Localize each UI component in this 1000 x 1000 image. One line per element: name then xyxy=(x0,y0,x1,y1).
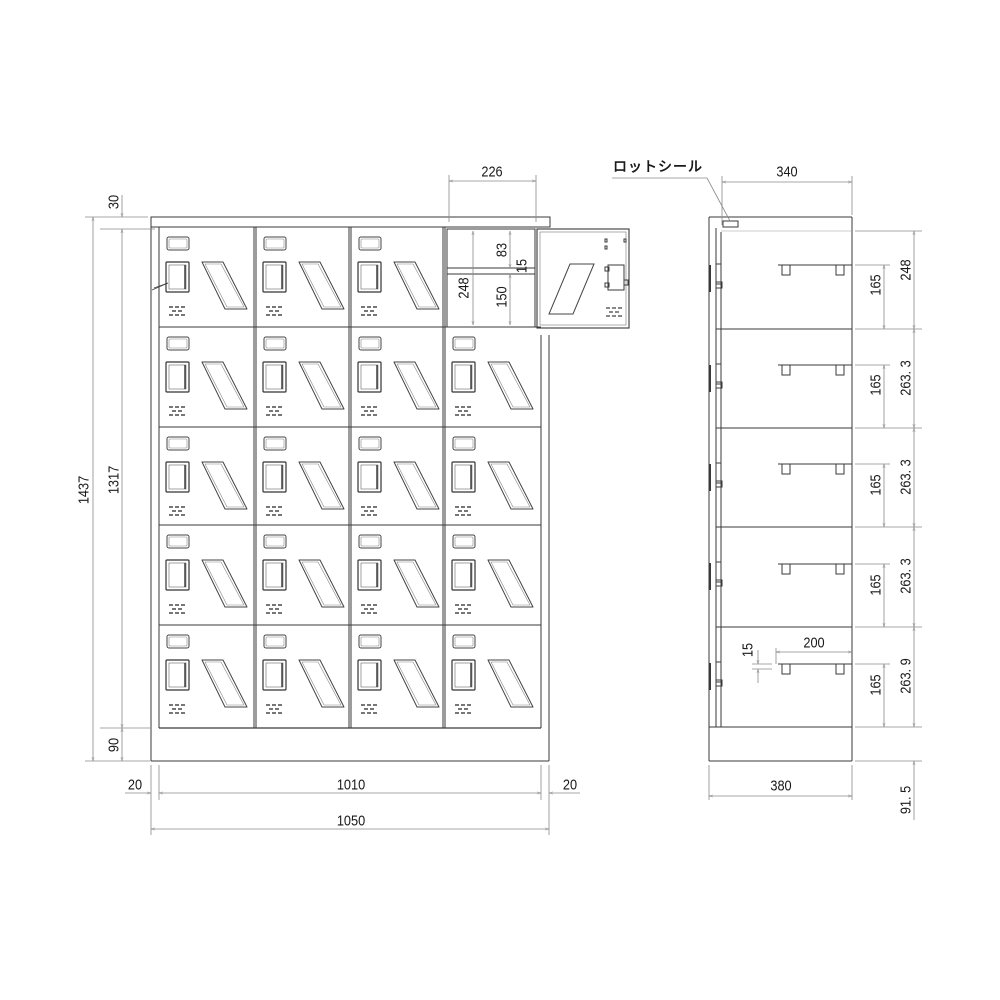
dim-hook-offset: 15 xyxy=(739,642,757,658)
dim-top-offset: 30 xyxy=(105,194,123,210)
side-view xyxy=(708,216,853,762)
dim-total-height: 1437 xyxy=(75,475,93,505)
dim-body-height: 1317 xyxy=(105,465,123,495)
dim-hook-width: 200 xyxy=(803,634,825,652)
dim-shelf-upper: 83 xyxy=(493,242,511,258)
dim-door-width: 226 xyxy=(481,163,503,181)
front-view xyxy=(150,216,630,762)
dim-inner-width: 1010 xyxy=(336,776,366,794)
dim-side-right: 20 xyxy=(562,776,578,794)
dim-depth-top: 340 xyxy=(776,163,798,181)
dim-base-height-side: 91. 5 xyxy=(897,785,915,815)
dim-hook-height-2: 165 xyxy=(867,374,885,396)
dim-shelf-lower: 150 xyxy=(493,286,511,308)
dim-hook-height-3: 165 xyxy=(867,474,885,496)
dim-hook-height-4: 165 xyxy=(867,574,885,596)
front-dimensions xyxy=(85,175,580,835)
dim-row2-height: 263. 3 xyxy=(897,360,915,396)
dim-row1-height: 248 xyxy=(897,259,915,281)
dim-hook-height-5: 165 xyxy=(867,674,885,696)
dim-side-left: 20 xyxy=(127,776,143,794)
hanger-rails xyxy=(778,264,852,675)
dim-base-height: 90 xyxy=(105,737,123,753)
dim-open-cell-height: 248 xyxy=(455,277,473,299)
dim-row4-height: 263. 3 xyxy=(897,558,915,594)
dim-row5-height: 263. 9 xyxy=(897,658,915,694)
dim-hook-height-1: 165 xyxy=(867,274,885,296)
dim-depth-bottom: 380 xyxy=(770,777,792,795)
dim-row3-height: 263. 3 xyxy=(897,459,915,495)
lot-seal-annotation: ロットシール xyxy=(613,158,703,175)
dim-total-width: 1050 xyxy=(336,812,366,830)
side-dimensions xyxy=(612,176,922,820)
dim-shelf-thickness: 15 xyxy=(513,258,531,274)
